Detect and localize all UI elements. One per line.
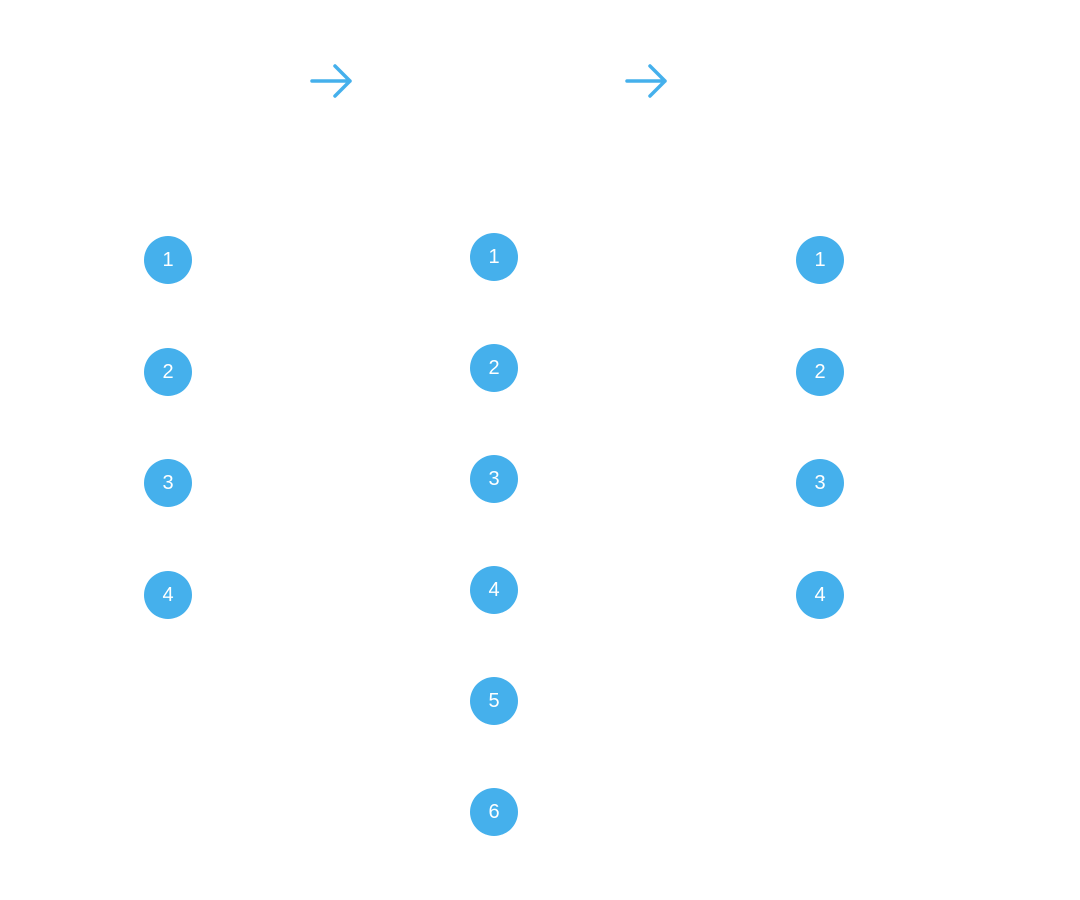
step-node: 3 xyxy=(470,455,518,503)
step-node: 4 xyxy=(796,571,844,619)
step-node: 3 xyxy=(144,459,192,507)
step-node: 6 xyxy=(470,788,518,836)
step-node: 1 xyxy=(470,233,518,281)
step-node: 3 xyxy=(796,459,844,507)
arrow-right-icon xyxy=(624,63,670,99)
step-node: 5 xyxy=(470,677,518,725)
step-node: 2 xyxy=(144,348,192,396)
step-node: 4 xyxy=(470,566,518,614)
step-node: 2 xyxy=(470,344,518,392)
step-node: 2 xyxy=(796,348,844,396)
arrow-right-icon xyxy=(309,63,355,99)
step-node: 1 xyxy=(796,236,844,284)
step-node: 4 xyxy=(144,571,192,619)
step-node: 1 xyxy=(144,236,192,284)
